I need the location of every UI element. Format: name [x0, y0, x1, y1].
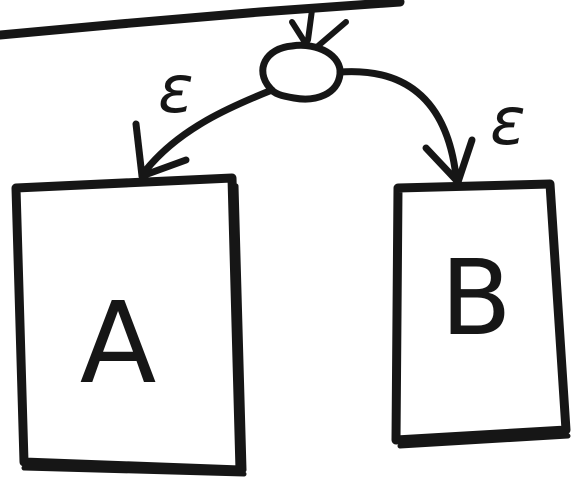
box-b-shadow — [397, 433, 571, 449]
edge-label-left: ε — [158, 51, 194, 128]
epsilon-arrow-to-a — [132, 86, 276, 180]
start-marker — [289, 7, 349, 49]
top-line — [0, 0, 405, 40]
box-a — [11, 173, 245, 475]
edge-label-right: ε — [490, 83, 526, 160]
epsilon-arrow-to-b — [336, 68, 476, 186]
box-b-label: B — [440, 237, 511, 359]
box-a-shadow — [21, 183, 247, 477]
box-a-label: A — [80, 279, 157, 409]
box-b — [391, 179, 571, 445]
